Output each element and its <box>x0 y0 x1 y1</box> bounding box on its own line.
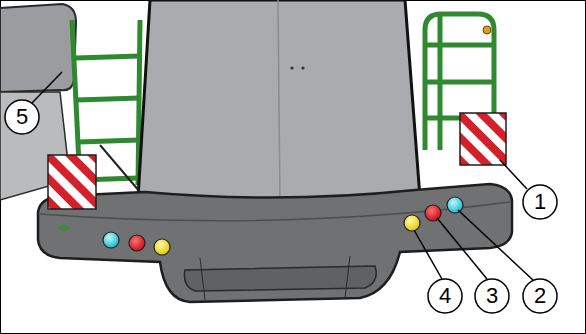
callout-circles <box>5 100 557 313</box>
leader-lines <box>32 72 533 280</box>
cab-front <box>138 0 420 204</box>
warning-plate <box>48 155 96 209</box>
callout-number: 3 <box>475 279 509 313</box>
wiper <box>100 145 140 192</box>
bumper-seam <box>345 256 350 298</box>
panel-seam <box>278 0 280 203</box>
handle-dot <box>301 66 304 69</box>
bumper-edge <box>40 202 510 221</box>
bolt <box>483 26 491 34</box>
callout-number: 4 <box>428 279 462 313</box>
bumper-marker <box>59 225 69 231</box>
bumper-seam <box>200 258 205 300</box>
mirror <box>0 4 76 92</box>
callout-number: 1 <box>523 185 557 219</box>
warning-plate <box>460 113 506 165</box>
callout-number: 5 <box>5 100 39 134</box>
handle-dot <box>290 66 293 69</box>
light-cluster <box>103 197 463 255</box>
callout-number: 2 <box>523 279 557 313</box>
